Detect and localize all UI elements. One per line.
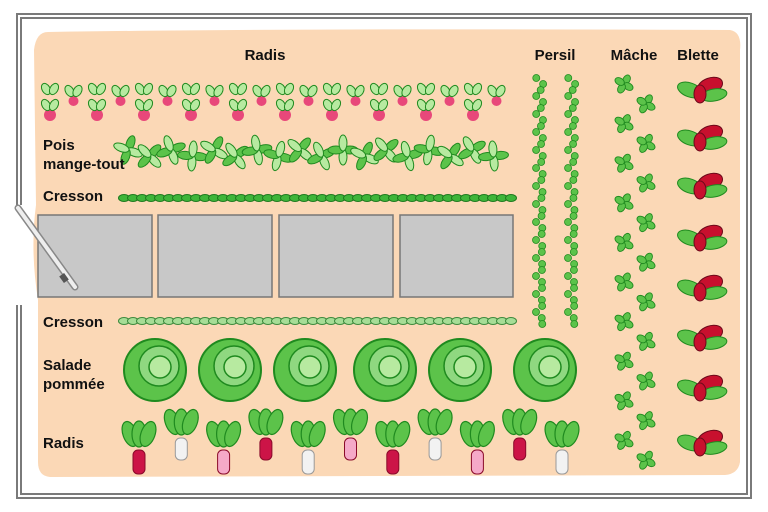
mache-plant: [636, 450, 656, 470]
radish-plant: [134, 82, 154, 121]
radish-plant: [252, 84, 271, 106]
lettuce-plant: [123, 338, 187, 402]
radish-plant: [111, 84, 130, 106]
door: [14, 204, 79, 291]
lettuce-plant: [353, 338, 417, 402]
radish-plant-long: [502, 408, 538, 461]
mache-plant: [636, 331, 656, 351]
labels: Radis Persil Mâche Blette Pois mange-tou…: [43, 47, 719, 452]
radish-plant-long: [459, 420, 495, 475]
pea-plant: [156, 135, 186, 165]
mache-plant: [614, 391, 634, 411]
mache-plant: [636, 94, 656, 114]
mache-plant: [614, 272, 634, 292]
mache-plant: [614, 114, 634, 134]
mache-plant: [614, 74, 634, 94]
chard-plant: [677, 374, 728, 402]
radish-plant: [440, 84, 459, 106]
mache-plant: [636, 213, 656, 233]
mache-plant: [636, 371, 656, 391]
pea-plant: [478, 140, 509, 172]
chard-plant: [677, 224, 728, 252]
mache-plant: [614, 232, 634, 252]
label-persil: Persil: [535, 47, 576, 64]
radish-plant: [369, 82, 389, 121]
pea-plant: [177, 140, 208, 172]
radish-plant: [346, 84, 365, 106]
chard-plant: [677, 324, 728, 352]
pea-plant: [413, 134, 445, 166]
radish-plant-long: [332, 408, 369, 461]
mache-plant: [614, 351, 634, 371]
radish-plant: [416, 82, 436, 121]
mache-plant: [614, 193, 634, 213]
chard-plant: [677, 124, 728, 152]
paving-slab: [37, 214, 153, 298]
parsley-row: [564, 74, 580, 328]
pea-plant: [287, 137, 313, 163]
chard-plant: [677, 76, 728, 104]
garden-frame: [16, 13, 752, 499]
radish-plant-long: [206, 420, 242, 475]
radish-plant: [40, 82, 60, 121]
radish-plant: [463, 82, 483, 121]
radish-plant: [275, 82, 295, 121]
cress-row: [118, 194, 517, 202]
cress-row: [118, 317, 517, 325]
mache-plant: [636, 173, 656, 193]
pea-plant: [458, 136, 486, 164]
radish-plant-long: [375, 420, 411, 475]
label-cresson-bottom: Cresson: [43, 314, 103, 331]
radish-plant: [393, 84, 412, 106]
label-radis-bottom: Radis: [43, 435, 84, 452]
pea-plant: [113, 135, 143, 165]
chard-plant: [677, 429, 728, 457]
radish-plant-long: [163, 408, 199, 461]
radish-plant: [181, 82, 201, 121]
label-pois-1: Pois: [43, 137, 75, 154]
radish-plant-long: [544, 420, 580, 475]
mache-plant: [636, 252, 656, 272]
paving-slab: [278, 214, 394, 298]
label-mache: Mâche: [611, 47, 658, 64]
radish-plant: [228, 82, 248, 121]
mache-plant: [636, 292, 656, 312]
radish-plant-long: [417, 408, 453, 461]
radish-plant: [87, 82, 107, 121]
lettuce-plant: [273, 338, 337, 402]
radish-plant-long: [248, 408, 284, 461]
paving-slab: [157, 214, 273, 298]
chard-plant: [677, 274, 728, 302]
mache-plant: [636, 411, 656, 431]
radish-plant: [64, 84, 83, 106]
pea-plant: [350, 141, 379, 171]
mache-plant: [614, 430, 634, 450]
radish-plant-long: [290, 420, 326, 475]
label-radis-top: Radis: [245, 47, 286, 64]
chard-plant: [677, 172, 728, 200]
parsley-row: [532, 74, 548, 328]
lettuce-plant: [428, 338, 492, 402]
pea-plant: [263, 140, 294, 172]
label-pois-2: mange-tout: [43, 156, 125, 173]
pea-plant: [200, 136, 228, 164]
lettuce-plant: [513, 338, 577, 402]
radish-plant-long: [121, 420, 157, 475]
paving-slab: [399, 214, 514, 298]
mache-plant: [614, 312, 634, 332]
radish-plant: [299, 84, 318, 106]
radish-plant: [205, 84, 224, 106]
pea-plant: [437, 142, 464, 170]
label-salade-1: Salade: [43, 357, 91, 374]
radish-plant: [322, 82, 342, 121]
radish-plant: [487, 84, 506, 106]
pea-plant: [137, 144, 162, 168]
label-blette: Blette: [677, 47, 719, 64]
label-salade-2: pommée: [43, 376, 105, 393]
radish-plant: [158, 84, 177, 106]
label-cresson-top: Cresson: [43, 188, 103, 205]
lettuce-plant: [198, 338, 262, 402]
mache-plant: [636, 133, 656, 153]
mache-plant: [614, 153, 634, 173]
